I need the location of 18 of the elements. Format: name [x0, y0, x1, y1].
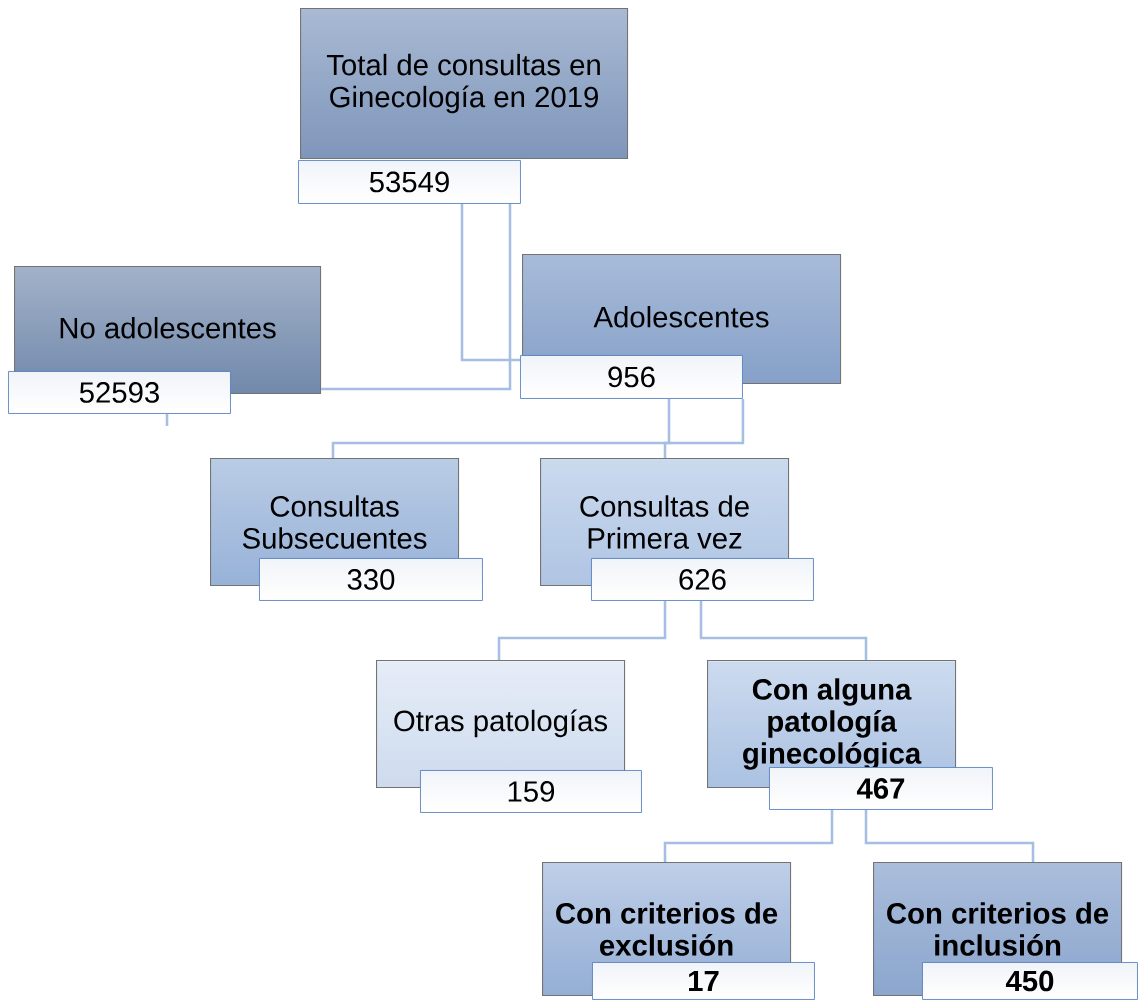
- connector-line: [699, 600, 868, 660]
- connector-line: [321, 203, 512, 391]
- count-box: 159: [420, 770, 642, 813]
- count-box: 626: [591, 558, 814, 601]
- count-box: 53549: [298, 160, 521, 204]
- connector-line: [663, 809, 834, 862]
- count-box: 330: [259, 558, 483, 601]
- connector-line: [331, 398, 671, 458]
- count-box: 956: [520, 355, 743, 399]
- count-box: 467: [769, 767, 993, 810]
- connector-line: [663, 398, 745, 458]
- connector-line: [864, 809, 1035, 862]
- count-box: 17: [592, 962, 815, 1000]
- connector-line: [497, 600, 667, 660]
- connector-line: [165, 413, 169, 426]
- connector-line: [460, 203, 520, 362]
- count-box: 450: [922, 962, 1138, 1000]
- count-box: 52593: [8, 371, 231, 414]
